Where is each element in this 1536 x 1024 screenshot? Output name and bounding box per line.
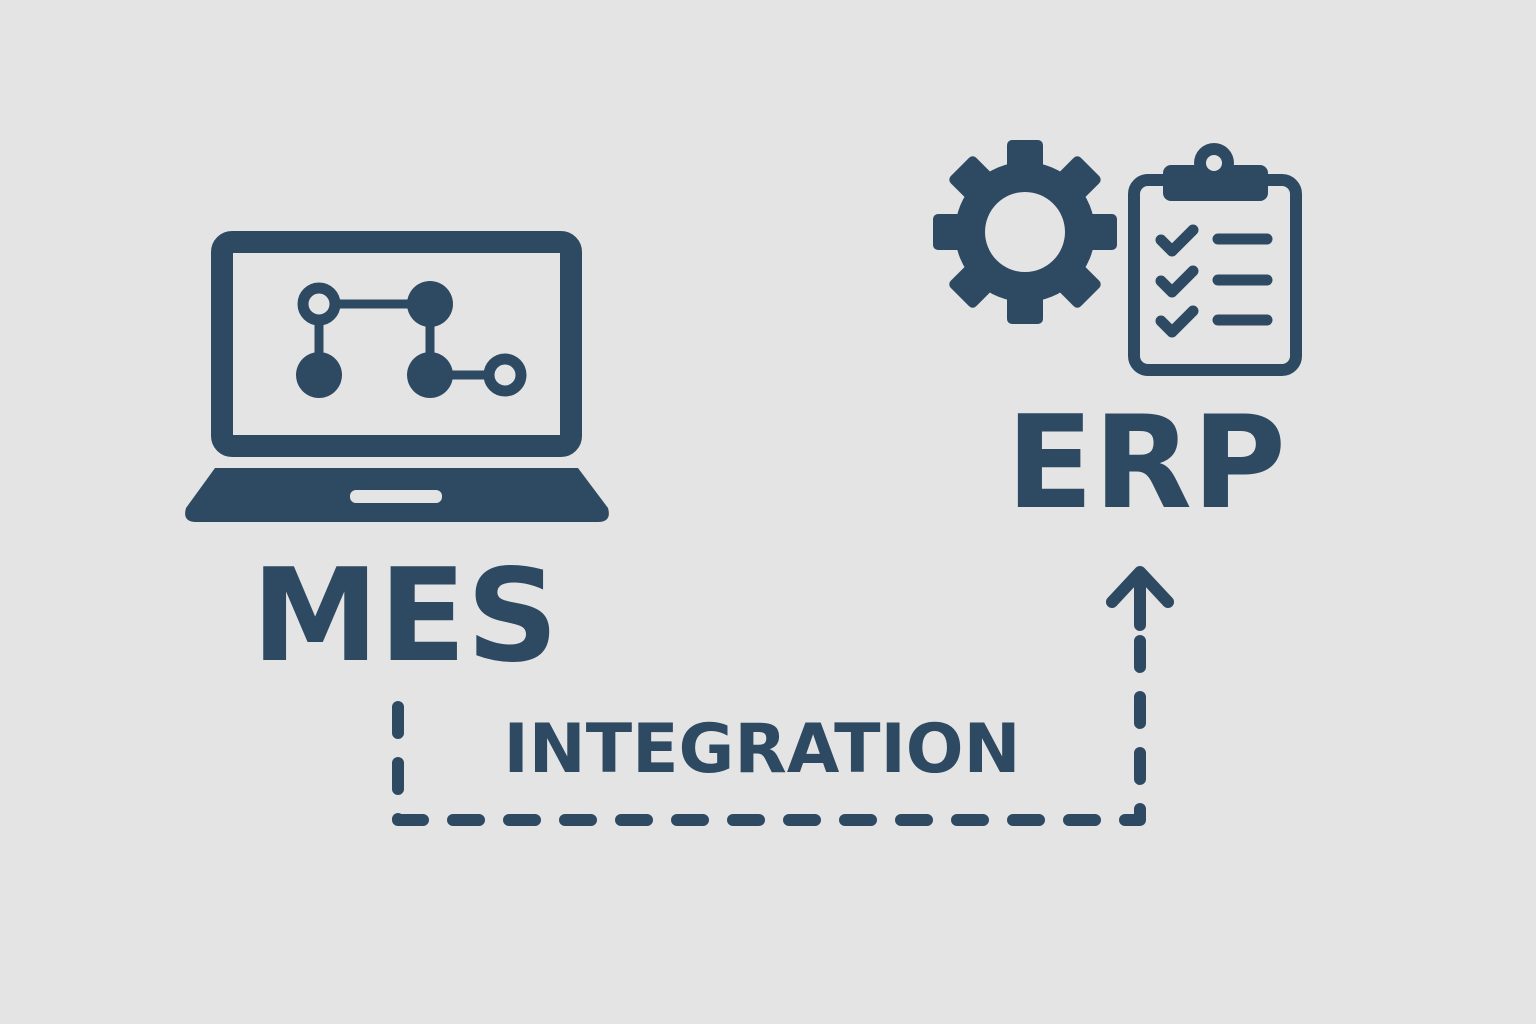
mes-label: MES — [252, 542, 559, 691]
clipboard-checklist-icon — [1128, 143, 1302, 376]
gear-icon — [933, 140, 1117, 324]
erp-label: ERP — [1006, 389, 1286, 538]
laptop-network-icon — [185, 231, 609, 522]
integration-label: INTEGRATION — [504, 710, 1021, 789]
integration-dashed-connector — [392, 584, 1146, 826]
